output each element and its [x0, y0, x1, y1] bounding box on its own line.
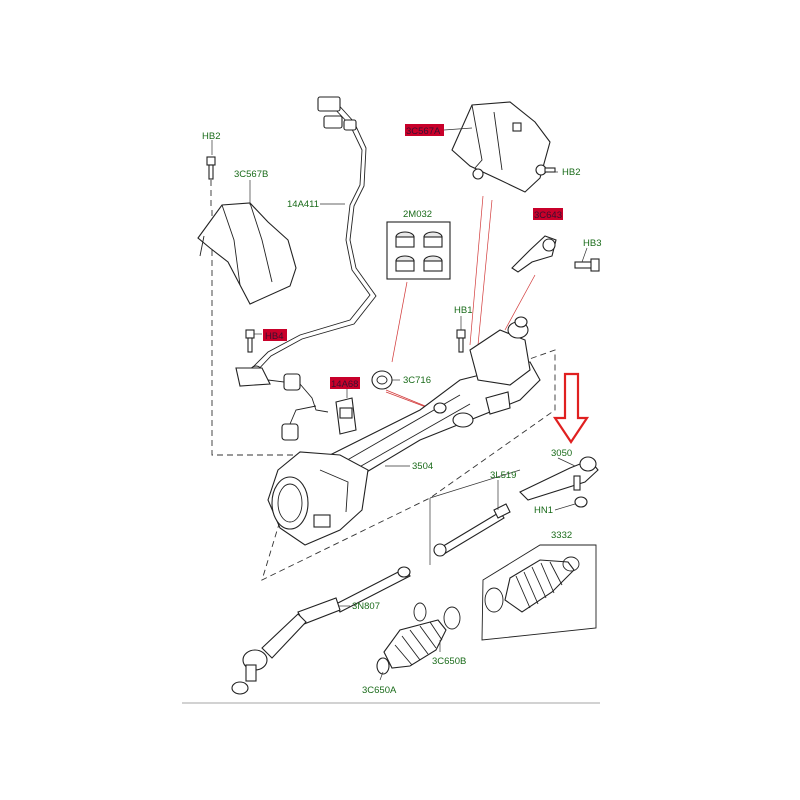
sensor-bracket-14a68	[335, 397, 357, 435]
label-3c716: 3C716	[403, 375, 431, 386]
heat-shield-3c567a	[451, 101, 551, 193]
power-steering-motor	[267, 451, 369, 546]
bolt-hb4	[245, 329, 255, 353]
label-3c567b: 3C567B	[234, 169, 268, 180]
label-3504: 3504	[412, 461, 433, 472]
indicator-arrow	[552, 372, 590, 444]
label-hn1: HN1	[534, 505, 553, 516]
label-14a68: 14A68	[331, 379, 358, 390]
mount-bushings-2m032	[386, 221, 451, 280]
label-3n807: 3N807	[352, 601, 380, 612]
label-3c650a: 3C650A	[362, 685, 397, 696]
bolt-hb3	[574, 258, 600, 272]
inner-tie-rod-3l519	[433, 503, 511, 557]
label-3332: 3332	[551, 530, 572, 541]
label-3c567a: 3C567A	[406, 126, 441, 137]
boot-kit-3332	[481, 544, 597, 641]
bolt-hb2-left	[206, 156, 216, 180]
heat-shield-3c567b	[197, 202, 297, 305]
label-hb2-right: HB2	[562, 167, 580, 178]
bolt-hb1	[456, 329, 466, 353]
label-3c650b: 3C650B	[432, 656, 466, 667]
label-2m032: 2M032	[403, 209, 432, 220]
boot-3c650b	[383, 602, 461, 669]
bracket-3c643	[511, 235, 557, 273]
label-3c643-highlight	[533, 208, 563, 220]
label-hb4: HB4	[265, 331, 283, 342]
label-3c567a-highlight	[405, 124, 444, 136]
mount-bushing-3c716	[371, 370, 393, 390]
assembly-boundary	[211, 210, 556, 581]
tie-rod-3n807	[231, 566, 411, 695]
clamp-3c650a	[376, 657, 390, 675]
tie-rod-end-3050	[519, 456, 599, 508]
label-3c643: 3C643	[534, 210, 562, 221]
bolt-hb2-right	[535, 164, 556, 176]
label-14a411: 14A411	[287, 199, 319, 210]
wiring-harness-14a411	[235, 96, 377, 441]
label-hb2-left: HB2	[202, 131, 220, 142]
label-hb1: HB1	[454, 305, 472, 316]
label-hb4-highlight	[263, 329, 287, 341]
label-14a68-highlight	[330, 377, 360, 389]
label-3050: 3050	[551, 448, 572, 459]
steering-rack-3504	[299, 316, 541, 493]
label-hb3: HB3	[583, 238, 601, 249]
label-3l519: 3L519	[490, 470, 516, 481]
